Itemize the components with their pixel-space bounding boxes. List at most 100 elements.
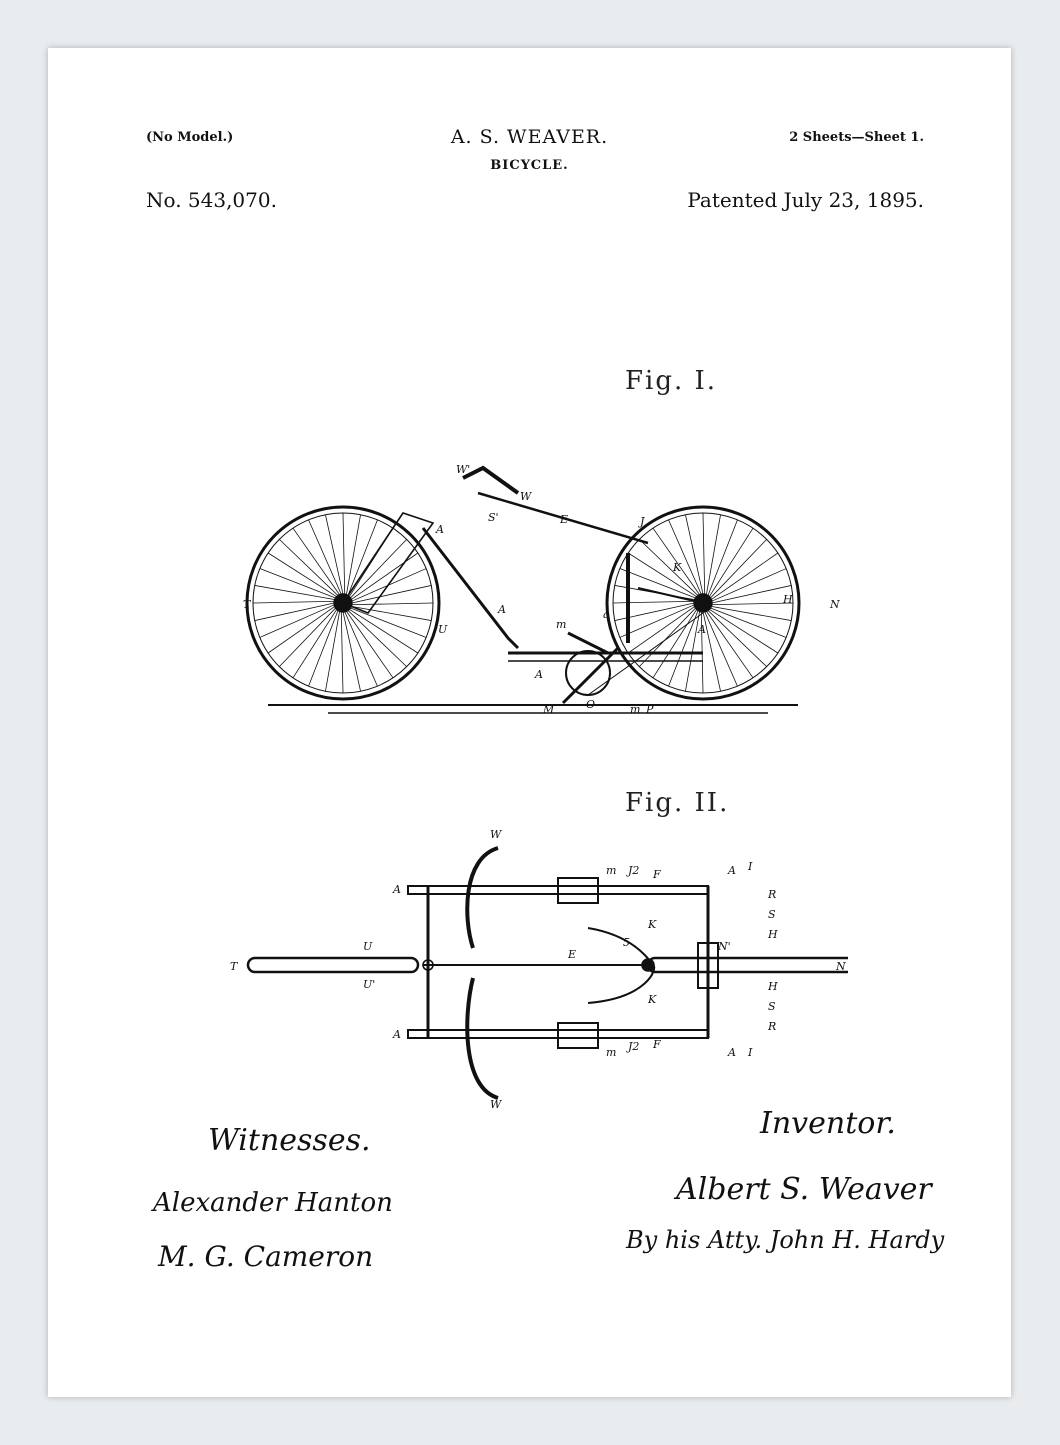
svg-text:S: S <box>768 1000 776 1013</box>
svg-text:E: E <box>559 513 568 526</box>
patent-title: BICYCLE. <box>490 158 569 173</box>
front-tire <box>646 956 848 974</box>
frame-top-tube <box>477 491 649 545</box>
svg-text:m: m <box>606 864 616 877</box>
spoke <box>348 585 432 605</box>
svg-text:A: A <box>534 668 543 681</box>
witness-2-signature: M. G. Cameron <box>158 1240 374 1273</box>
svg-text:K: K <box>647 918 657 931</box>
fig-2-bicycle-top-view: T N A A W W U U' E m J2 F A I R S H H S … <box>230 828 848 1108</box>
svg-text:A: A <box>392 883 401 896</box>
steering-link-lower <box>587 964 656 1004</box>
svg-text:N': N' <box>717 940 731 953</box>
patent-sheet: (No Model.) A. S. WEAVER. BICYCLE. 2 She… <box>48 48 1011 1397</box>
spoke <box>342 512 346 598</box>
spoke <box>346 607 419 654</box>
spoke <box>267 552 340 599</box>
svg-text:A: A <box>497 603 506 616</box>
spoke <box>279 605 338 667</box>
svg-text:I: I <box>747 860 753 873</box>
witness-1-signature: Alexander Hanton <box>153 1188 393 1218</box>
svg-text:K: K <box>647 993 657 1006</box>
spoke <box>708 568 787 603</box>
spoke <box>639 605 698 667</box>
spoke <box>348 605 432 621</box>
spoke <box>292 606 339 679</box>
inventor-signature: Albert S. Weaver <box>676 1172 932 1207</box>
svg-text:m: m <box>630 703 640 716</box>
spoke <box>259 603 338 638</box>
spoke <box>347 606 427 638</box>
spoke <box>308 519 343 598</box>
svg-text:H: H <box>767 928 778 941</box>
svg-text:A: A <box>727 1046 736 1059</box>
spoke <box>700 608 704 694</box>
spoke <box>267 604 338 654</box>
spoke <box>612 600 698 604</box>
svg-text:P: P <box>645 703 654 716</box>
svg-text:R: R <box>767 1020 776 1033</box>
spoke <box>345 608 407 667</box>
spoke <box>708 552 779 602</box>
svg-text:A: A <box>392 1028 401 1041</box>
upper-clamp <box>557 877 599 904</box>
spoke <box>325 608 341 692</box>
svg-text:W: W <box>520 490 533 503</box>
spoke <box>279 539 341 598</box>
svg-text:A: A <box>435 523 444 536</box>
frame-down-tube <box>421 527 520 650</box>
spoke <box>704 608 754 679</box>
witnesses-label: Witnesses. <box>208 1123 371 1158</box>
svg-text:S: S <box>768 908 776 921</box>
svg-text:R: R <box>767 888 776 901</box>
crank-gear <box>565 650 611 696</box>
svg-text:N: N <box>829 598 840 611</box>
svg-text:W: W <box>490 828 503 841</box>
svg-text:J: J <box>638 515 645 528</box>
spoke <box>639 539 701 598</box>
spoke <box>708 585 792 605</box>
patent-number: No. 543,070. <box>146 188 277 212</box>
patent-date: Patented July 23, 1895. <box>687 188 924 212</box>
inventor-label: Inventor. <box>760 1106 896 1141</box>
no-model-note: (No Model.) <box>146 130 234 145</box>
fig-2-reference-letters: T N A A W W U U' E m J2 F A I R S H H S … <box>230 828 846 1108</box>
svg-text:T: T <box>243 598 252 611</box>
svg-text:I: I <box>747 1046 753 1059</box>
spoke <box>614 585 698 601</box>
center-joint <box>641 958 655 972</box>
svg-text:J2: J2 <box>626 1040 639 1053</box>
rear-tire <box>246 956 420 974</box>
fig-1-reference-letters: T N H W' W S' E J K a m A A M O m P A A … <box>243 463 840 716</box>
spoke <box>346 519 378 599</box>
spoke <box>292 527 342 598</box>
svg-text:a: a <box>603 608 610 621</box>
spoke <box>706 607 779 654</box>
spoke <box>254 601 338 621</box>
spoke <box>348 552 419 602</box>
spoke <box>685 608 701 692</box>
spoke <box>627 552 700 599</box>
lower-clamp <box>557 1022 599 1049</box>
spoke <box>614 601 698 621</box>
spoke <box>348 539 407 601</box>
attorney-signature: By his Atty. John H. Hardy <box>626 1226 945 1254</box>
spoke <box>652 606 699 679</box>
svg-text:F: F <box>652 868 661 881</box>
spoke <box>668 519 703 598</box>
svg-text:5: 5 <box>623 936 630 949</box>
svg-text:K: K <box>672 561 682 574</box>
rear-joint <box>422 959 434 971</box>
spoke <box>343 608 378 687</box>
fig-1-bicycle-side-view: T N H W' W S' E J K a m A A M O m P A A … <box>243 463 840 716</box>
fig-1-label: Fig. I. <box>625 366 718 396</box>
pedal-lever <box>567 631 609 655</box>
lower-handlebar <box>465 977 499 1100</box>
crank-arm <box>561 646 620 705</box>
spoke <box>708 602 794 606</box>
svg-text:N: N <box>835 960 846 973</box>
spoke <box>259 568 339 600</box>
upper-handlebar <box>465 846 499 949</box>
spoke <box>340 608 344 694</box>
spoke <box>348 602 434 606</box>
